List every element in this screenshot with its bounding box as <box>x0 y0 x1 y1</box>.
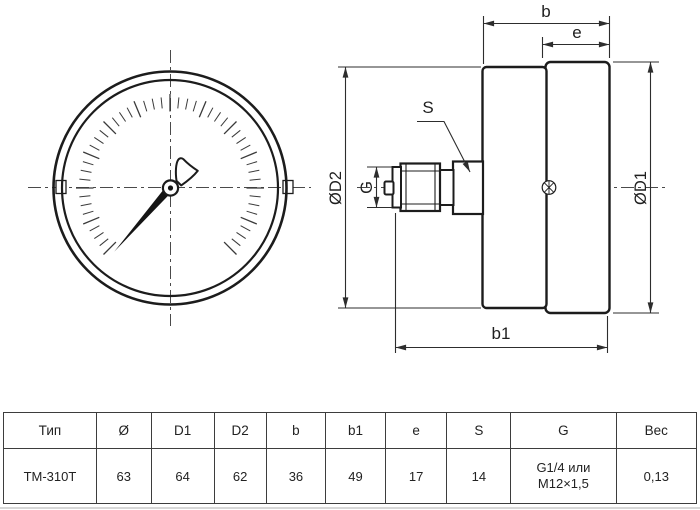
needle-counterweight-flag <box>174 157 199 187</box>
table-row: ТМ-310Т 63 64 62 36 49 17 14 G1/4 или M1… <box>3 448 698 504</box>
fill-plug-symbol <box>541 180 557 195</box>
cell-diameter: 63 <box>95 448 152 504</box>
header-weight: Вес <box>615 412 698 449</box>
table-header-row: Тип Ø D1 D2 b b1 e S G Вес <box>3 412 698 449</box>
header-diameter: Ø <box>95 412 152 449</box>
needle-hub-pin <box>167 185 174 191</box>
dim-label-g: G <box>358 181 376 194</box>
dim-label-b: b <box>541 2 550 21</box>
bezel-inner-ring <box>60 78 280 298</box>
gauge-needle <box>114 185 173 252</box>
dial-tick-marks <box>76 94 264 255</box>
case-front-section <box>481 65 548 310</box>
leader-line-s <box>417 120 471 173</box>
gauge-drawing: b e ØD2 ØD1 G b1 <box>28 2 668 353</box>
header-type: Тип <box>3 412 97 449</box>
dim-label-s: S <box>422 98 433 117</box>
cell-b1: 49 <box>325 448 386 504</box>
stem-cylinder <box>439 169 455 206</box>
stem-nipple-tip <box>383 180 395 196</box>
cell-type: ТМ-310Т <box>3 448 97 504</box>
cell-g-line1: G1/4 или <box>536 460 591 475</box>
header-g: G <box>510 412 617 449</box>
header-b1: b1 <box>325 412 386 449</box>
dim-label-b1: b1 <box>492 324 511 343</box>
header-b: b <box>265 412 327 449</box>
cell-g: G1/4 или M12×1,5 <box>510 448 617 504</box>
bezel-outer-ring <box>52 70 288 306</box>
cell-d1: 64 <box>150 448 215 504</box>
header-s: S <box>446 412 512 449</box>
cell-weight: 0,13 <box>615 448 698 504</box>
header-d1: D1 <box>150 412 215 449</box>
dim-label-d2: ØD2 <box>327 171 345 205</box>
cell-b: 36 <box>265 448 327 504</box>
header-d2: D2 <box>213 412 267 449</box>
side-view <box>357 60 668 315</box>
cell-g-line2: M12×1,5 <box>537 476 589 491</box>
header-e: e <box>384 412 448 449</box>
cell-s: 14 <box>446 448 512 504</box>
dimension-table: Тип Ø D1 D2 b b1 e S G Вес ТМ-310Т 63 64… <box>3 412 698 504</box>
stem-holder-block <box>451 160 485 216</box>
right-bezel-tab <box>282 179 294 195</box>
cell-e: 17 <box>384 448 448 504</box>
front-view <box>28 50 311 326</box>
dim-label-e: e <box>572 23 581 42</box>
bottom-shadow-line <box>0 507 700 509</box>
dim-label-d1: ØD1 <box>632 171 650 205</box>
cell-d2: 62 <box>213 448 267 504</box>
dimensions: b e ØD2 ØD1 G b1 <box>327 2 659 353</box>
